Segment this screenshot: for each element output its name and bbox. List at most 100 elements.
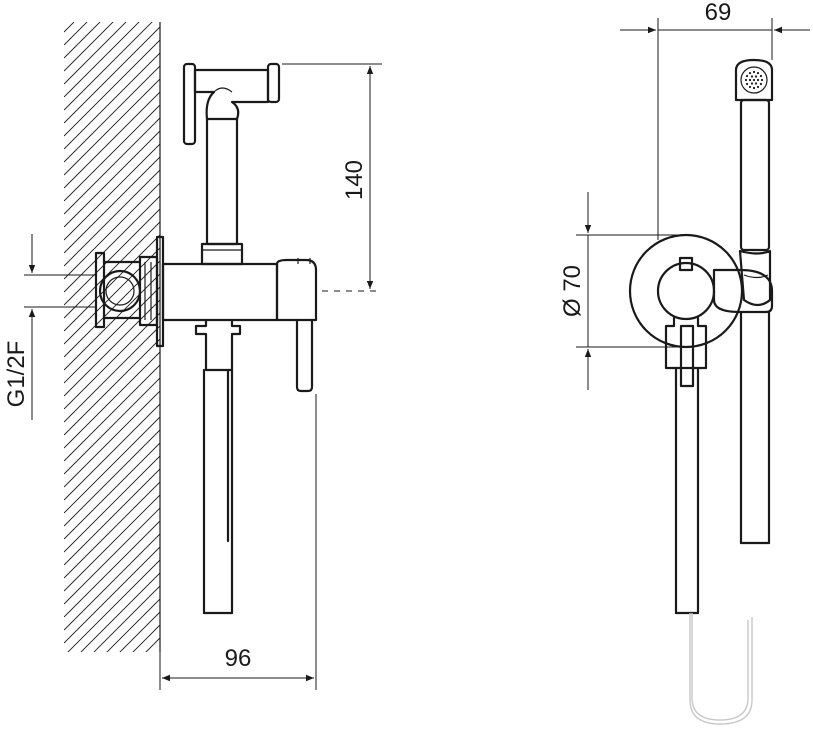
nozzle-hole xyxy=(745,74,749,78)
hatch-line xyxy=(64,156,160,254)
hatch-line xyxy=(64,117,160,215)
side-view xyxy=(94,62,318,615)
front-outlet xyxy=(664,316,708,370)
hatch-line xyxy=(64,416,160,514)
hatch-line xyxy=(64,507,160,605)
hatch-line xyxy=(64,468,160,566)
valve-body xyxy=(161,262,279,322)
hatch-line xyxy=(64,403,160,501)
nozzle-hole xyxy=(756,78,760,82)
hatch-line xyxy=(64,0,160,6)
hatch-line xyxy=(64,481,160,579)
front-spray-pipe xyxy=(739,98,771,252)
hatch-line xyxy=(64,273,160,371)
hand-spray-head xyxy=(193,68,270,121)
hatch-line xyxy=(93,585,160,652)
hatch-line xyxy=(64,351,160,449)
control-knob xyxy=(656,261,716,321)
front-view xyxy=(628,58,774,725)
hatch-line xyxy=(64,208,160,306)
hatch-line xyxy=(64,0,160,19)
hatch-line xyxy=(64,286,160,384)
hatch-line xyxy=(64,91,160,189)
hatch-line xyxy=(132,624,160,652)
hatch-line xyxy=(64,26,160,124)
hatch-line xyxy=(145,637,160,652)
nozzle-hole xyxy=(752,70,756,74)
dimension-140: 140 xyxy=(282,63,382,292)
hatch-line xyxy=(64,546,160,644)
hatch-line xyxy=(64,494,160,592)
handspray-pipe xyxy=(205,117,239,246)
hatch-line xyxy=(64,195,160,293)
hatch-line xyxy=(64,22,114,72)
hatch-line xyxy=(119,611,160,652)
hatch-line xyxy=(64,22,153,111)
hatch-line xyxy=(106,598,160,652)
nozzle-hole xyxy=(760,78,764,82)
hatch-line xyxy=(64,429,160,527)
dimension-label-69: 69 xyxy=(705,0,732,26)
spray-nozzle xyxy=(734,58,774,102)
hatch-line xyxy=(67,559,160,652)
hatch-line xyxy=(64,39,160,137)
diameter-label: Ø 70 xyxy=(559,265,586,317)
nozzle-hole xyxy=(759,74,763,78)
hatch-line xyxy=(64,299,160,397)
hatch-line xyxy=(64,78,160,176)
hatch-line xyxy=(64,182,160,280)
hatch-line xyxy=(64,234,160,332)
hatch-line xyxy=(64,390,160,488)
nozzle-hole xyxy=(750,75,754,78)
nozzle-hole xyxy=(744,78,748,82)
hose-outlet xyxy=(194,318,242,372)
hatch-line xyxy=(64,221,160,319)
hatch-line xyxy=(64,455,160,553)
nozzle-hole xyxy=(748,78,752,82)
nozzle-hole xyxy=(748,71,752,75)
hatch-line xyxy=(64,325,160,423)
dimension-96: 96 xyxy=(159,394,317,690)
lever-housing xyxy=(275,258,318,322)
wall-hatching xyxy=(64,0,161,652)
hatch-line xyxy=(64,22,75,33)
hatch-line xyxy=(64,52,160,150)
hatch-line xyxy=(64,247,160,345)
dimension-69: 69 xyxy=(620,0,810,240)
hatch-line xyxy=(64,169,160,267)
nozzle-hole xyxy=(752,86,756,90)
hatch-line xyxy=(64,312,160,410)
wall-rosette xyxy=(628,233,744,349)
dimension-diameter: Ø 70 xyxy=(559,192,686,390)
hatch-line xyxy=(64,442,160,540)
nozzle-holes xyxy=(744,70,764,90)
hatch-line xyxy=(64,364,160,462)
lever-handle xyxy=(295,318,314,393)
dimension-label-140: 140 xyxy=(341,160,368,200)
nozzle-hole xyxy=(756,85,760,89)
nozzle-hole xyxy=(756,71,760,75)
nozzle-hole xyxy=(750,82,754,85)
spray-holder xyxy=(712,268,774,314)
hatch-line xyxy=(64,533,160,631)
hatch-line xyxy=(64,338,160,436)
hatch-line xyxy=(64,22,101,59)
hose-loop xyxy=(689,613,753,725)
nozzle-hole xyxy=(745,82,749,86)
hatch-line xyxy=(64,377,160,475)
nozzle-hole xyxy=(748,85,752,89)
nozzle-hole xyxy=(752,78,756,82)
dimension-thread: G1/2F xyxy=(3,234,96,420)
hatch-line xyxy=(64,65,160,163)
hatch-line xyxy=(80,572,160,652)
hatch-line xyxy=(64,130,160,228)
hatch-line xyxy=(64,22,127,85)
nozzle-hole xyxy=(754,75,758,78)
nozzle-hole xyxy=(759,82,763,86)
hatch-line xyxy=(64,22,88,46)
nozzle-hole xyxy=(754,82,758,85)
hatch-line xyxy=(64,22,140,98)
hatch-line xyxy=(64,520,160,618)
dimension-label-96: 96 xyxy=(225,645,252,672)
